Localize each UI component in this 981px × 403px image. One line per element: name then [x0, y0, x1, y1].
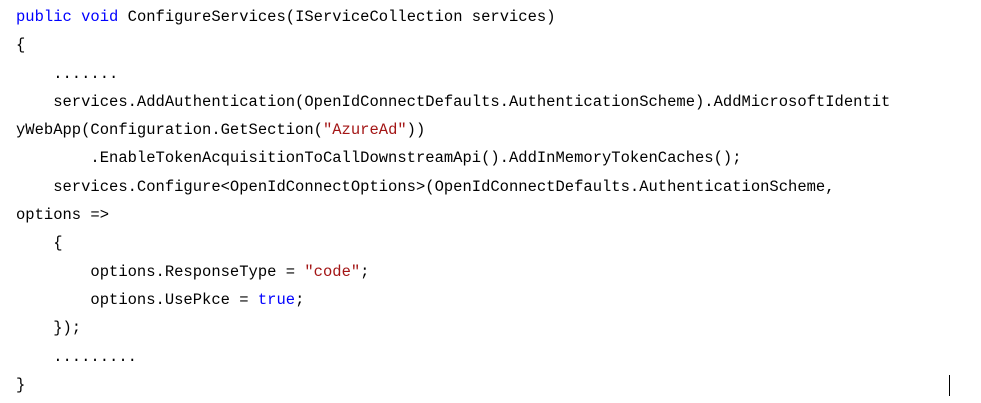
code-line: .EnableTokenAcquisitionToCallDownstreamA…	[16, 144, 890, 172]
code-text: options.UsePkce =	[16, 290, 258, 309]
code-line: public void ConfigureServices(IServiceCo…	[16, 3, 890, 31]
code-line: {	[16, 229, 890, 257]
code-text: }	[16, 375, 26, 394]
code-text: ;	[295, 290, 305, 309]
code-text: ConfigureServices(IServiceCollection ser…	[118, 8, 556, 26]
code-line: options.UsePkce = true;	[16, 286, 890, 314]
code-line: {	[16, 31, 890, 59]
code-text: ))	[406, 121, 426, 140]
code-string: "AzureAd"	[322, 121, 407, 140]
code-line: services.Configure<OpenIdConnectOptions>…	[16, 173, 890, 201]
code-line: options.ResponseType = "code";	[16, 258, 890, 286]
code-text: services.Configure<OpenIdConnectOptions>…	[16, 177, 835, 196]
code-text: options =>	[16, 206, 110, 225]
code-text: .EnableTokenAcquisitionToCallDownstreamA…	[16, 149, 742, 168]
code-line: });	[16, 314, 890, 342]
code-text: });	[16, 319, 82, 338]
code-string: "code"	[304, 262, 361, 281]
code-block: public void ConfigureServices(IServiceCo…	[16, 3, 890, 399]
code-text: yWebApp(Configuration.GetSection(	[16, 121, 323, 140]
code-line: options =>	[16, 201, 890, 229]
code-text: ;	[360, 262, 370, 281]
code-line: }	[16, 371, 890, 399]
code-text: {	[16, 36, 26, 55]
code-keyword: public	[16, 8, 72, 26]
code-text	[72, 8, 81, 26]
text-cursor	[949, 375, 950, 396]
code-text: {	[16, 234, 63, 253]
code-keyword: true	[257, 290, 296, 309]
code-line: .......	[16, 60, 890, 88]
code-text: services.AddAuthentication(OpenIdConnect…	[16, 92, 891, 111]
code-line: .........	[16, 343, 890, 371]
code-keyword: void	[81, 8, 119, 26]
code-line: yWebApp(Configuration.GetSection("AzureA…	[16, 116, 890, 144]
code-text: .......	[16, 64, 119, 83]
code-line: services.AddAuthentication(OpenIdConnect…	[16, 88, 890, 116]
code-text: options.ResponseType =	[16, 262, 305, 281]
code-text: .........	[16, 347, 137, 366]
